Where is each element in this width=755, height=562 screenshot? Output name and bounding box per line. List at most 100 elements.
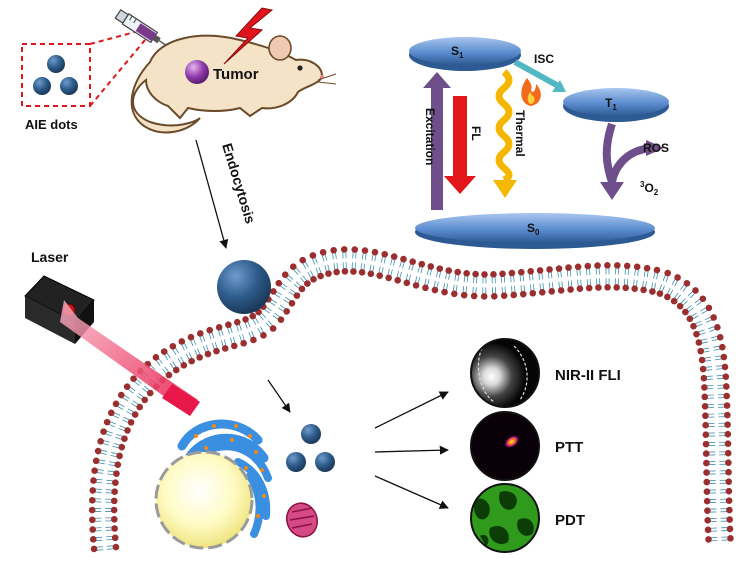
- lipid-head: [180, 362, 188, 369]
- mitochondrion: [286, 502, 318, 538]
- pdt-label: PDT: [555, 512, 585, 529]
- lipid-head: [704, 507, 711, 515]
- lipid-head: [622, 284, 630, 292]
- lipid-head: [97, 437, 104, 445]
- lipid-head: [725, 468, 732, 476]
- s1-level: [409, 37, 521, 65]
- lipid-head: [394, 277, 401, 284]
- lipid-head: [233, 318, 241, 326]
- lipid-head: [454, 268, 461, 276]
- lipid-head: [725, 497, 733, 504]
- lipid-head: [690, 322, 697, 330]
- lipid-head: [127, 419, 135, 426]
- tumor-marker: [185, 60, 209, 84]
- lipid-head: [724, 430, 732, 438]
- lipid-head: [431, 286, 439, 294]
- lipid-head: [664, 269, 672, 277]
- lipid-head: [698, 356, 706, 364]
- lipid-head: [418, 260, 426, 268]
- lipid-head: [325, 270, 332, 277]
- internalization-arrow: [267, 379, 291, 413]
- lipid-head: [333, 268, 340, 276]
- lipid-head: [649, 288, 656, 295]
- lipid-head: [225, 321, 232, 329]
- excitation-arrow: [423, 72, 451, 210]
- tumor-label: Tumor: [213, 66, 259, 83]
- lipid-head: [480, 293, 488, 300]
- lipid-head: [725, 487, 733, 495]
- lipid-head: [367, 270, 375, 278]
- lipid-head: [703, 497, 711, 505]
- lipid-head: [703, 459, 710, 467]
- lipid-head: [89, 516, 96, 524]
- lipid-head: [693, 330, 700, 338]
- lipid-head: [213, 347, 220, 355]
- lipid-head: [702, 421, 709, 429]
- lipid-head: [249, 312, 257, 320]
- lipid-head: [117, 391, 125, 399]
- lipid-head: [88, 506, 96, 514]
- lipid-head: [160, 348, 168, 355]
- lipid-head: [270, 288, 277, 295]
- lipid-head: [204, 350, 212, 358]
- lipid-head: [724, 449, 732, 457]
- s1-label: S1: [451, 44, 464, 60]
- lipid-head: [517, 268, 525, 276]
- aie-dots-label: AIE dots: [25, 117, 78, 132]
- lipid-head: [118, 443, 126, 451]
- lipid-head: [112, 479, 119, 486]
- lipid-head: [111, 525, 118, 532]
- lipid-head: [187, 333, 195, 341]
- lipid-head: [584, 262, 592, 270]
- lipid-head: [724, 440, 732, 447]
- lipid-head: [100, 428, 107, 435]
- lipid-head: [107, 409, 115, 417]
- lipid-head: [340, 246, 348, 253]
- lipid-head: [724, 411, 731, 419]
- lipid-head: [723, 402, 731, 409]
- lipid-head: [527, 268, 534, 275]
- lipid-head: [613, 284, 620, 291]
- lipid-head: [704, 516, 711, 524]
- lipid-head: [726, 516, 733, 523]
- lipid-head: [536, 267, 544, 274]
- nanoparticle: [47, 55, 65, 73]
- lipid-head: [283, 308, 291, 315]
- lipid-head: [723, 383, 730, 390]
- thermal-label: Thermal: [513, 110, 527, 157]
- lipid-head: [719, 343, 726, 351]
- nir-fli-image: [470, 338, 540, 408]
- lipid-head: [451, 290, 458, 298]
- lipid-head: [240, 339, 247, 347]
- lipid-head: [546, 266, 553, 273]
- arrow-to-ptt: [374, 445, 449, 455]
- fl-label: FL: [469, 126, 483, 141]
- lipid-head: [703, 488, 711, 495]
- lipid-head: [692, 287, 699, 294]
- lipid-head: [371, 248, 379, 256]
- lipid-head: [400, 255, 407, 263]
- lightning-icon: [223, 7, 274, 65]
- lipid-head: [700, 374, 708, 382]
- lipid-head: [695, 339, 703, 346]
- lipid-head: [604, 284, 611, 291]
- s0-label: S0: [527, 221, 540, 237]
- lipid-head: [310, 276, 317, 283]
- lipid-head: [341, 268, 349, 275]
- lipid-head: [89, 526, 96, 533]
- lipid-head: [111, 534, 119, 542]
- nucleus: [154, 450, 254, 550]
- lipid-head: [103, 418, 111, 426]
- lipid-head: [250, 336, 257, 344]
- lipid-head: [697, 347, 704, 355]
- lipid-head: [664, 293, 671, 301]
- lipid-head: [123, 383, 131, 390]
- lipid-head: [686, 315, 694, 323]
- lipid-head: [481, 271, 488, 278]
- nanoparticle: [33, 77, 51, 95]
- lipid-head: [381, 250, 389, 258]
- lipid-head: [281, 271, 289, 279]
- lipid-head: [319, 248, 327, 256]
- lipid-head: [683, 279, 691, 287]
- lipid-head: [643, 264, 651, 272]
